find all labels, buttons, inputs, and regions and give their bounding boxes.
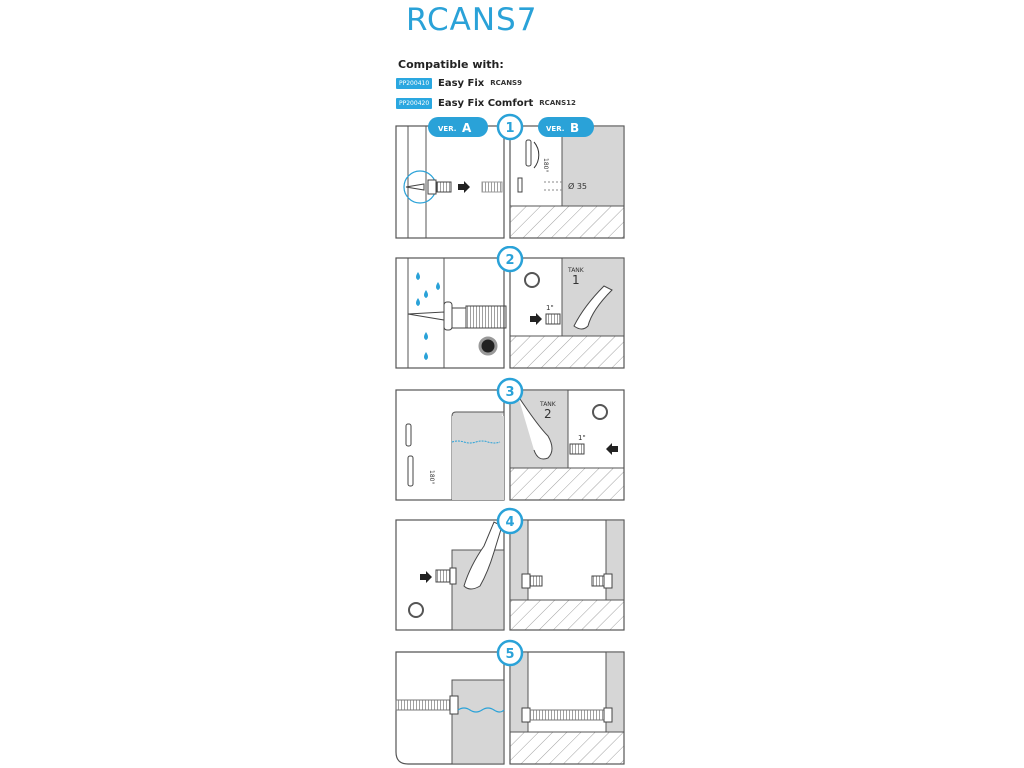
product-name: Easy Fix — [438, 77, 485, 89]
ground-hatch — [509, 731, 625, 765]
version-a-badge — [428, 117, 488, 137]
nut-icon — [521, 707, 531, 723]
seal-icon — [405, 183, 425, 191]
connector-icon — [465, 305, 507, 329]
compatible-item: PP200410 Easy Fix RCANS9 — [396, 76, 522, 90]
tank-number: 1 — [572, 273, 580, 287]
nut-icon — [427, 179, 437, 195]
tank-number: 2 — [544, 407, 552, 421]
step-number-circle — [496, 377, 524, 405]
ground-hatch — [509, 599, 625, 631]
nut-icon — [449, 567, 457, 585]
rotate-nut-icon — [408, 602, 424, 618]
step-4-illustration: 4 — [395, 507, 625, 631]
arrow-right-icon — [458, 181, 470, 193]
nut-icon — [603, 707, 613, 723]
step-5-illustration: 5 — [395, 639, 625, 765]
tank-wall — [451, 679, 505, 765]
nut-icon — [603, 573, 613, 589]
hose-icon — [481, 181, 503, 193]
wrench-icon — [573, 285, 613, 330]
step-3-illustration: 180° TANK 2 1" 3 — [395, 377, 625, 501]
hose-icon — [395, 699, 453, 711]
rotate-nut-icon — [478, 336, 498, 356]
step-number-circle — [496, 639, 524, 667]
seal-side-icon — [525, 139, 532, 167]
tank-body — [452, 416, 504, 500]
step-number: 1 — [505, 121, 514, 136]
connector-icon — [529, 575, 543, 587]
tank-wall — [561, 125, 625, 207]
version-b-badge — [538, 117, 594, 137]
water-level — [457, 707, 505, 713]
flange-icon — [443, 301, 453, 331]
arrow-left-icon — [606, 443, 618, 455]
seal-side-icon — [407, 455, 414, 487]
tank-label: TANK — [539, 401, 557, 408]
arrow-right-icon — [530, 313, 542, 325]
step-2-illustration: TANK 1 1" 2 — [395, 246, 625, 369]
ground-hatch — [509, 335, 625, 369]
product-code-badge: PP200420 — [396, 97, 432, 109]
step-number: 5 — [505, 647, 514, 662]
version-a-letter: A — [462, 121, 472, 135]
version-b-prefix: VER. — [546, 125, 564, 133]
ground-hatch — [509, 205, 625, 239]
nut-icon — [449, 695, 459, 715]
connector-icon — [545, 313, 561, 325]
hose-icon — [529, 709, 605, 721]
wrench-icon — [517, 395, 553, 460]
product-code-badge: PP200410 — [396, 77, 432, 89]
size-label: 1" — [578, 434, 586, 442]
wrench-icon — [463, 521, 503, 590]
water-drops-icon — [416, 272, 440, 360]
rotate-nut-icon — [592, 404, 608, 420]
step-number-circle — [496, 507, 524, 535]
nut-icon — [451, 307, 467, 329]
connector-icon — [435, 569, 451, 583]
tank-1 — [561, 257, 625, 337]
version-b-letter: B — [570, 121, 579, 135]
connector-icon — [591, 575, 605, 587]
angle-label: 180° — [542, 158, 549, 172]
version-a-prefix: VER. — [438, 125, 456, 133]
connector-icon — [569, 443, 585, 455]
angle-label: 180° — [428, 470, 435, 484]
connector-icon — [436, 181, 452, 193]
compatible-item: PP200420 Easy Fix Comfort RCANS12 — [396, 96, 576, 110]
product-model: RCANS9 — [490, 79, 522, 87]
tank-label: TANK — [567, 267, 585, 274]
step-number-circle — [496, 246, 524, 273]
step-number: 2 — [505, 253, 514, 268]
page-title: RCANS7 — [406, 2, 538, 38]
step-number-circle — [496, 113, 524, 141]
compatible-heading: Compatible with: — [398, 58, 504, 71]
step-number: 4 — [505, 515, 514, 530]
product-model: RCANS12 — [539, 99, 576, 107]
product-name: Easy Fix Comfort — [438, 97, 534, 109]
cap-icon — [517, 177, 523, 193]
arrow-right-icon — [420, 571, 432, 583]
nut-icon — [521, 573, 531, 589]
rotate-arc-icon — [533, 141, 540, 169]
step-1-illustration: 180° Ø 35 VER. A 1 VER. B — [395, 113, 625, 239]
ground-hatch — [509, 467, 625, 501]
rotate-nut-icon — [524, 272, 540, 288]
cap-icon — [405, 423, 412, 447]
size-label: 1" — [546, 304, 554, 312]
water-level — [451, 440, 501, 444]
diameter-label: Ø 35 — [568, 181, 587, 191]
step-number: 3 — [505, 385, 514, 400]
